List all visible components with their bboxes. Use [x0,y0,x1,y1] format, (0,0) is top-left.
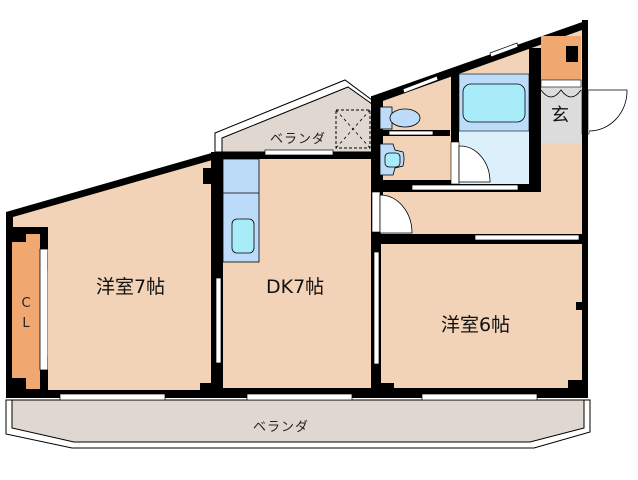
balcony-label-south: ベランダ [253,420,310,435]
toilet-icon [389,108,421,128]
room-label-western-7: 洋室7帖 [96,276,166,298]
closet-label-l: L [22,316,30,331]
room-label-western-6: 洋室6帖 [441,314,511,336]
closet [12,234,40,389]
drain-hatch-icon [335,109,371,149]
closet-label-c: C [21,296,31,311]
room-label-genkan: 玄 [551,105,569,126]
room-label-dk-7: DK7帖 [266,276,325,298]
balcony-north [214,79,373,153]
balcony-south [5,399,591,449]
balcony-label-north: ベランダ [270,132,327,147]
sink-icon [231,218,255,254]
closet-door[interactable] [39,248,49,371]
bathtub-icon [462,83,526,123]
